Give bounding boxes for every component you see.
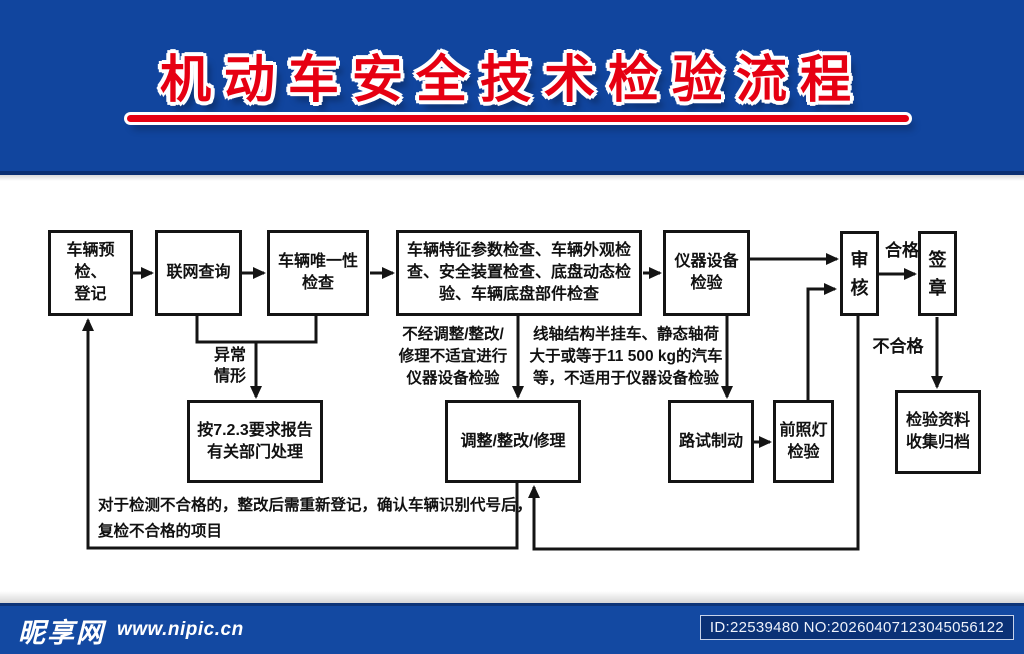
box-report-723: 按7.2.3要求报告 有关部门处理 — [187, 400, 323, 483]
footer-shadow — [0, 591, 1024, 603]
label-abnormal-case: 异常 情形 — [213, 347, 246, 385]
box-stamp: 签 章 — [918, 231, 957, 316]
note-no-adjust: 不经调整/整改/ 修理不适宜进行 仪器设备检验 — [398, 326, 508, 387]
label-fail: 不合格 — [872, 337, 924, 356]
box-uniqueness-check: 车辆唯一性 检查 — [267, 230, 369, 316]
box-instrument-inspection: 仪器设备 检验 — [663, 230, 750, 316]
footer-bar: 昵享网 www.nipic.cn ID:22539480 NO:20260407… — [0, 603, 1024, 654]
site-url: www.nipic.cn — [117, 619, 244, 640]
label-pass: 合格 — [885, 241, 919, 260]
image-id-badge: ID:22539480 NO:20260407123045056122 — [699, 615, 1014, 640]
note-not-applicable: 线轴结构半挂车、静态轴荷 大于或等于11 500 kg的汽车 等，不适用于仪器设… — [529, 326, 723, 387]
title-underline — [127, 115, 909, 122]
box-road-brake-test: 路试制动 — [668, 400, 754, 483]
page-title: 机动车安全技术检验流程 — [159, 51, 864, 108]
box-headlamp-inspection: 前照灯 检验 — [773, 400, 834, 483]
box-vehicle-pre-check: 车辆预检、 登记 — [48, 230, 133, 316]
note-recheck: 对于检测不合格的，整改后需重新登记，确认车辆识别代号后， 复检不合格的项目 — [98, 497, 533, 540]
box-feature-inspection: 车辆特征参数检查、车辆外观检 查、安全装置检查、底盘动态检 验、车辆底盘部件检查 — [396, 230, 642, 316]
box-archive: 检验资料 收集归档 — [895, 390, 981, 474]
box-online-query: 联网查询 — [155, 230, 242, 316]
site-logo: 昵享网 — [18, 617, 105, 648]
header-shadow — [0, 175, 1024, 181]
header-band: 机动车安全技术检验流程 — [0, 0, 1024, 175]
box-review: 审 核 — [840, 231, 879, 316]
box-adjust-repair: 调整/整改/修理 — [445, 400, 581, 483]
